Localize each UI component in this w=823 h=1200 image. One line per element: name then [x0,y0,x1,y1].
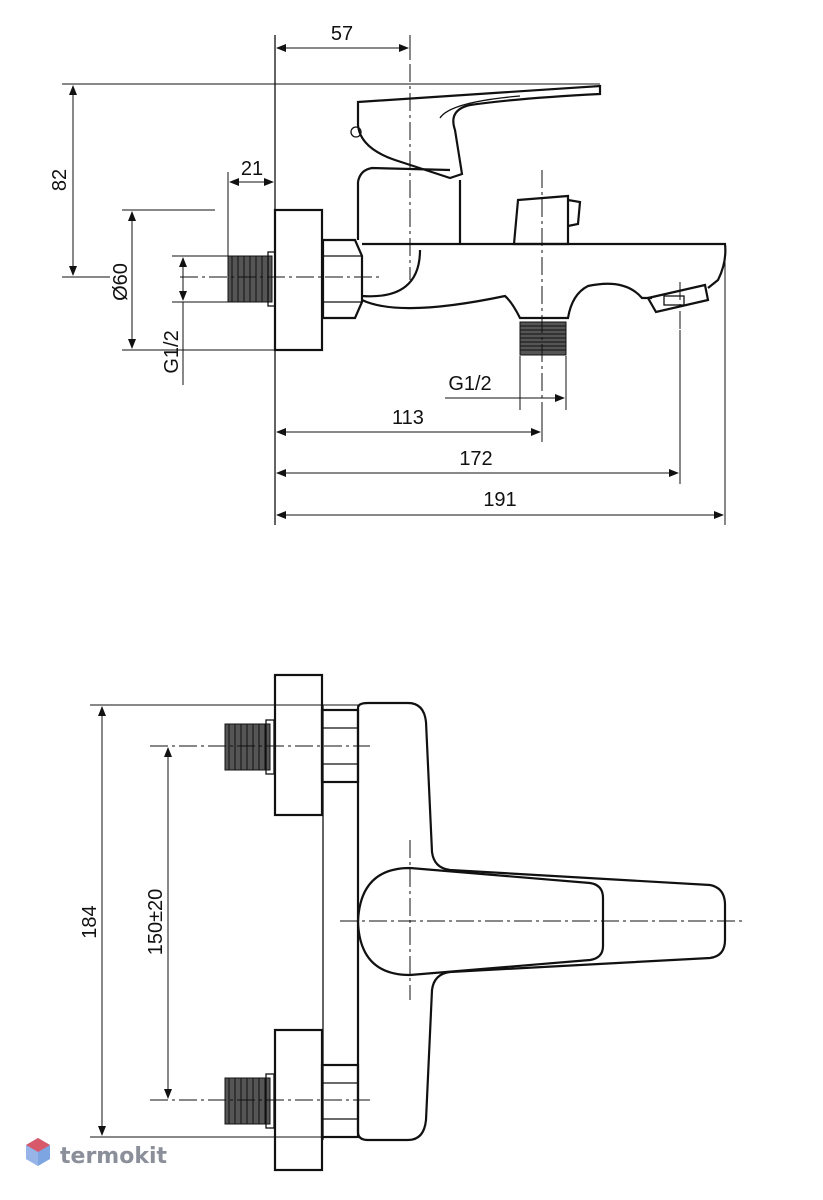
side-view: 57 82 21 Ø60 G1/2 G1/2 113 172 [49,23,727,525]
upper-inlet-thread [224,719,275,775]
outlet-thread-connector [519,321,567,356]
inlet-thread-connector [227,251,276,307]
dim-label-113: 113 [392,407,424,429]
dim-label-184: 184 [79,905,101,938]
dim-label-150: 150±20 [145,889,167,956]
hexagon-logo-icon [26,1138,50,1166]
hex-nut [321,238,364,320]
dim-label-g12-outlet: G1/2 [448,373,491,395]
lower-hex-nut [320,1063,360,1139]
dim-label-21: 21 [241,158,263,180]
lever-handle [350,84,602,180]
dim-label-o60: Ø60 [110,263,132,301]
upper-flange [273,673,324,817]
dim-label-172: 172 [459,448,492,470]
dim-label-82: 82 [49,169,71,191]
dim-label-57: 57 [331,23,353,45]
faucet-body-top [356,701,727,1142]
wall-flange [273,208,324,352]
watermark-brand: termokit [60,1144,167,1169]
diverter-knob [512,194,582,246]
dim-label-191: 191 [483,489,516,511]
dim-label-g12-inlet: G1/2 [161,330,183,373]
lever-top [356,866,605,977]
watermark: termokit [26,1138,167,1169]
top-view: 184 150±20 [79,673,745,1172]
lower-inlet-thread [224,1073,275,1129]
